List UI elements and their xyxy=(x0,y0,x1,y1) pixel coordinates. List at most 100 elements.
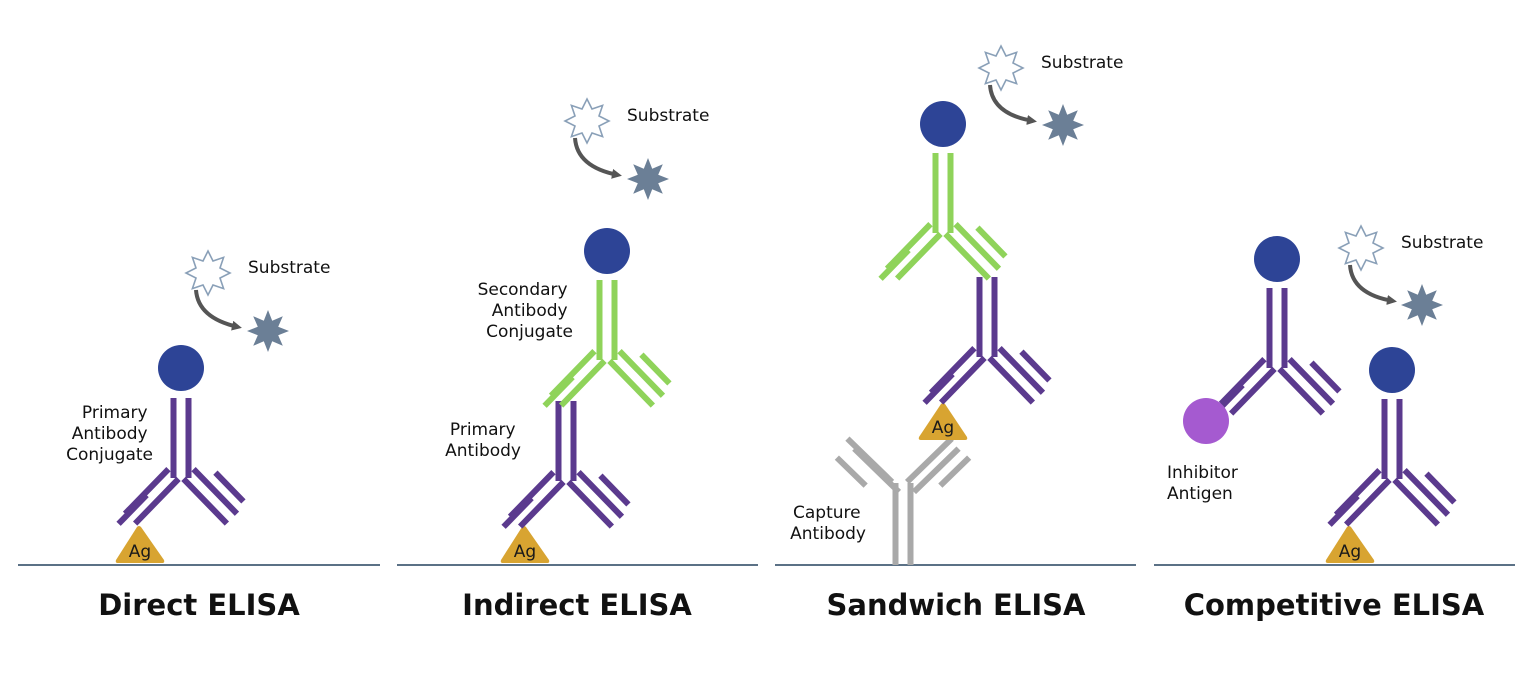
inhibitor-antigen-circle xyxy=(1183,398,1229,444)
antigen-triangle xyxy=(918,403,968,440)
antibody-arm xyxy=(517,479,566,529)
antibody-light-chain xyxy=(1019,349,1052,383)
product-star xyxy=(247,310,289,352)
antibody-arm xyxy=(132,476,181,526)
antibody-arm xyxy=(904,436,954,485)
capture-antibody-label: Capture Antibody xyxy=(790,503,866,544)
antibody-arm xyxy=(1228,366,1277,416)
product-star xyxy=(627,158,669,200)
bound-antibody-conjugate xyxy=(1327,399,1457,527)
antibody-arm xyxy=(852,446,902,495)
substrate-label: Substrate xyxy=(1401,233,1483,253)
antigen-triangle xyxy=(115,526,165,563)
antigen-label: Ag xyxy=(129,542,151,562)
antigen-ag: Ag xyxy=(1325,526,1375,563)
antibody-arm xyxy=(997,346,1046,395)
primary-antibody xyxy=(501,401,631,529)
antibody-arm xyxy=(911,446,961,495)
primary-antibody-conjugate xyxy=(116,398,246,526)
antibody-arm xyxy=(953,222,1002,271)
substrate-star-shape xyxy=(977,44,1025,92)
antigen-triangle xyxy=(1325,526,1375,563)
antigen-label: Ag xyxy=(932,418,954,438)
substrate-label: Substrate xyxy=(248,258,330,278)
antibody-arm xyxy=(576,470,625,519)
antibody-light-chain xyxy=(639,352,672,386)
substrate-outline-star xyxy=(563,97,611,145)
antibody-light-chain xyxy=(834,455,868,488)
product-star xyxy=(1042,104,1084,146)
antibody-arm xyxy=(1343,477,1392,527)
substrate-outline-star xyxy=(184,249,232,297)
reaction-arrow xyxy=(573,137,622,179)
antibody-arm xyxy=(181,476,230,526)
antibody-light-chain xyxy=(1424,471,1457,505)
antibody-arm xyxy=(617,349,666,398)
substrate-outline-star xyxy=(1337,224,1385,272)
antibody-arm xyxy=(894,231,943,281)
product-star-shape xyxy=(1401,284,1443,326)
free-antibody-conjugate xyxy=(1212,288,1342,416)
secondary-antibody-conjugate xyxy=(542,280,672,408)
antibody-light-chain xyxy=(878,247,911,281)
substrate-star-shape xyxy=(563,97,611,145)
antibody-arm xyxy=(191,467,240,516)
antibody-light-chain xyxy=(1327,493,1360,527)
substrate-star-shape xyxy=(1337,224,1385,272)
secondary-antibody-conjugate xyxy=(878,153,1008,281)
reaction-arrow xyxy=(988,84,1037,125)
antibody-light-chain xyxy=(116,492,149,526)
antibody-arm xyxy=(1402,468,1451,517)
enzyme-circle xyxy=(158,345,204,391)
antibody-arm xyxy=(558,358,607,408)
antibody-arm xyxy=(1392,477,1441,527)
product-star xyxy=(1401,284,1443,326)
panel-title-sandwich: Sandwich ELISA xyxy=(827,588,1086,622)
antigen-label: Ag xyxy=(1339,542,1361,562)
primary-antibody-conjugate-label: Primary Antibody Conjugate xyxy=(66,403,153,465)
secondary-antibody-conjugate-label: Secondary Antibody Conjugate xyxy=(478,280,573,342)
panel-sandwich-elisa: Ag Capture Antibody Substrate Sandwich E… xyxy=(775,44,1136,622)
antibody-light-chain xyxy=(542,374,575,408)
substrate-label: Substrate xyxy=(627,106,709,126)
inhibitor-antigen-label: Inhibitor Antigen xyxy=(1167,463,1243,504)
substrate-label: Substrate xyxy=(1041,53,1123,73)
primary-antibody-label: Primary Antibody xyxy=(445,420,521,461)
panel-title-competitive: Competitive ELISA xyxy=(1184,588,1485,622)
product-star-shape xyxy=(1042,104,1084,146)
panel-indirect-elisa: Ag Secondary Antibody Conjugate Primary … xyxy=(397,97,758,622)
antibody-arm xyxy=(566,479,615,529)
capture-antibody xyxy=(834,436,972,565)
enzyme-circle xyxy=(584,228,630,274)
antibody-arm xyxy=(1277,366,1326,416)
antigen-triangle xyxy=(500,526,550,563)
product-star-shape xyxy=(247,310,289,352)
antibody-arm xyxy=(938,355,987,405)
antibody-light-chain xyxy=(1309,360,1342,394)
antibody-light-chain xyxy=(922,371,955,405)
detection-antibody xyxy=(922,277,1052,405)
panel-title-indirect: Indirect ELISA xyxy=(462,588,692,622)
antibody-arm xyxy=(1287,357,1336,406)
reaction-arrow xyxy=(1348,264,1397,305)
antibody-light-chain xyxy=(213,470,246,504)
antibody-light-chain xyxy=(975,225,1008,259)
antigen-ag: Ag xyxy=(500,526,550,563)
antibody-light-chain xyxy=(598,473,631,507)
antibody-light-chain xyxy=(501,495,534,529)
antibody-arm xyxy=(607,358,656,408)
panel-direct-elisa: Ag Primary Antibody Conjugate Substrate … xyxy=(18,249,380,622)
antigen-label: Ag xyxy=(514,542,536,562)
antigen-ag: Ag xyxy=(918,403,968,440)
antigen-ag: Ag xyxy=(115,526,165,563)
product-star-shape xyxy=(627,158,669,200)
panel-competitive-elisa: Ag Inhibitor Antigen Substrate Competiti… xyxy=(1154,224,1515,622)
enzyme-circle xyxy=(1254,236,1300,282)
enzyme-circle xyxy=(920,101,966,147)
substrate-star-shape xyxy=(184,249,232,297)
enzyme-circle xyxy=(1369,347,1415,393)
antibody-arm xyxy=(987,355,1036,405)
panel-title-direct: Direct ELISA xyxy=(98,588,300,622)
